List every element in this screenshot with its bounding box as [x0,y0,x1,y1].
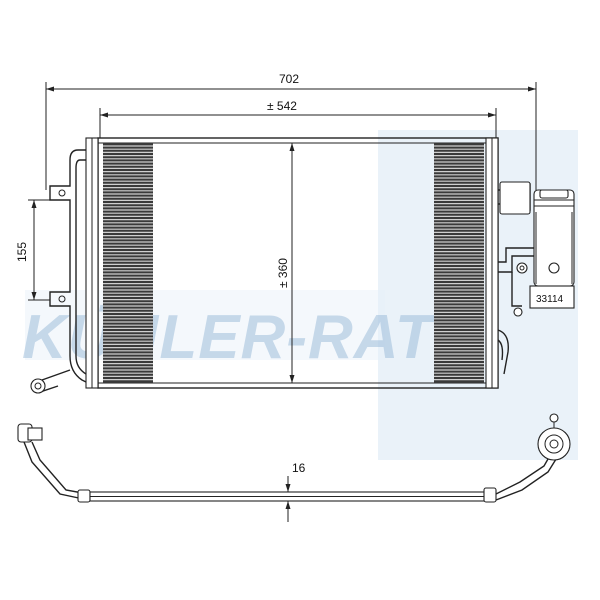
left-bracket-assembly [30,149,87,394]
dimension-bracket-spacing: 155 [15,199,50,301]
core-height-value: ± 360 [276,258,290,288]
bracket-spacing-value: 155 [15,242,29,262]
dimension-core-width: ± 542 [99,99,497,138]
fins-left-hatch [103,145,153,381]
fin-block-left [103,143,153,383]
condenser-core [85,137,499,389]
part-label: 33114 [536,294,564,305]
overall-width-value: 702 [279,72,299,86]
core-width-value: ± 542 [267,99,297,113]
fins-right-hatch [434,145,484,381]
watermark-panel-left [25,290,385,360]
right-pipe-fitting [483,413,571,503]
left-pipe-fitting [17,423,91,503]
dimension-core-height: ± 360 [276,143,295,383]
dimension-pipe-thickness: 16 [272,461,306,522]
receiver-drier-assembly: 33114 [497,181,575,375]
fin-block-right [434,143,484,383]
dimension-overall-width: 702 [45,72,537,190]
pipe-thickness-value: 16 [292,461,306,475]
